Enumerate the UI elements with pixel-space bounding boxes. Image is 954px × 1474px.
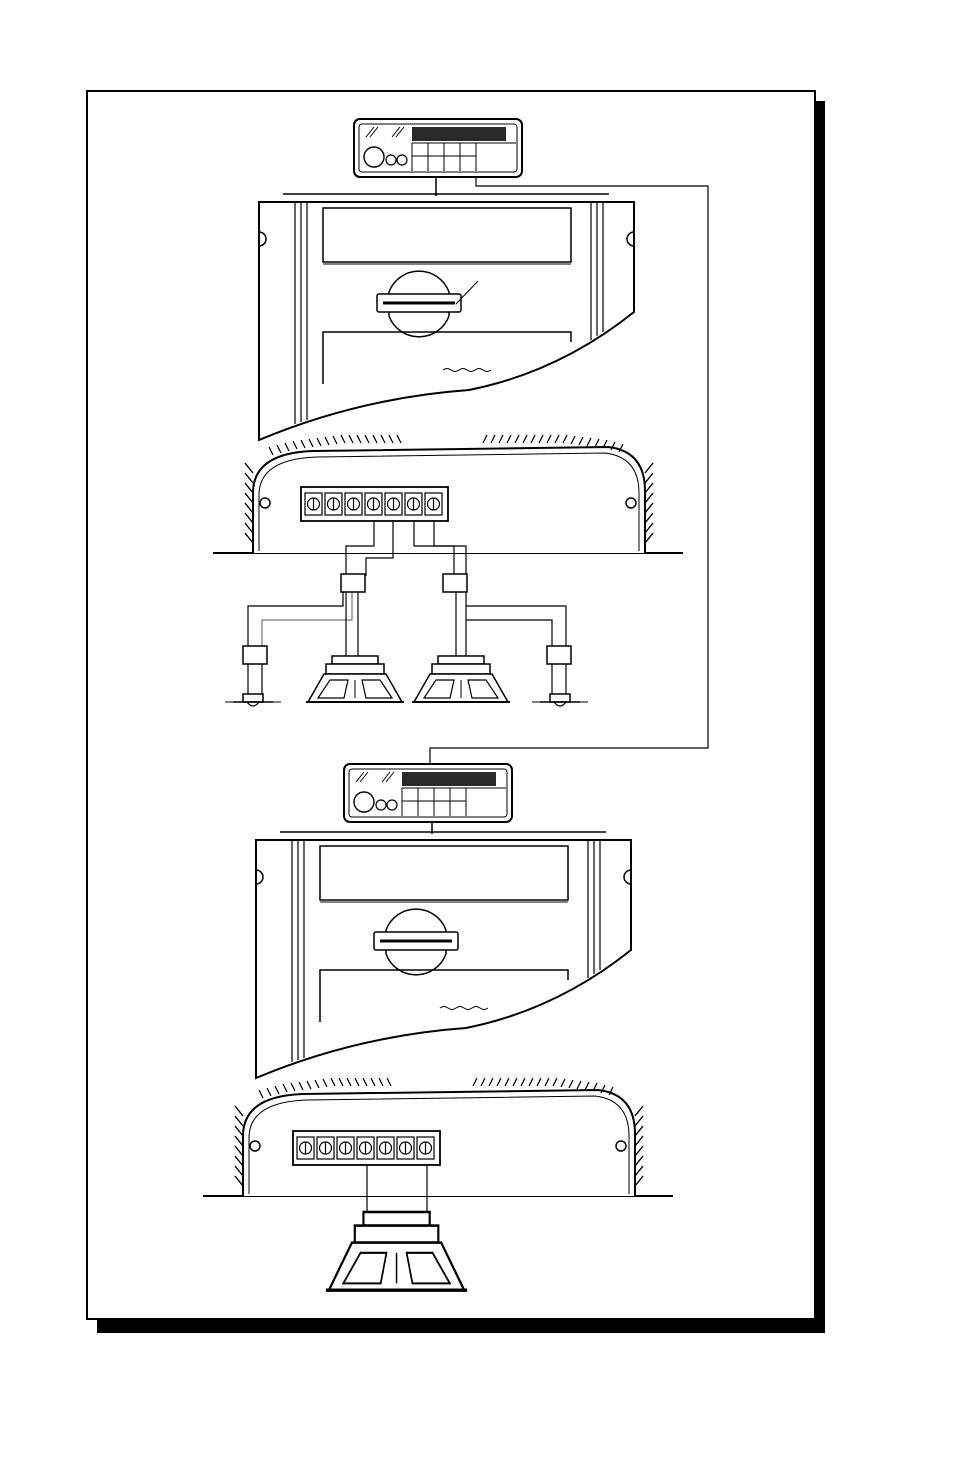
car-stereo-icon bbox=[354, 119, 522, 177]
terminal-block-icon bbox=[293, 1131, 440, 1165]
car-stereo-icon bbox=[344, 764, 512, 822]
inline-filter-icon bbox=[341, 574, 365, 592]
inline-filter-icon bbox=[443, 574, 467, 592]
terminal-block-icon bbox=[301, 487, 448, 521]
inline-filter-icon bbox=[243, 646, 267, 664]
inline-filter-icon bbox=[547, 646, 571, 664]
